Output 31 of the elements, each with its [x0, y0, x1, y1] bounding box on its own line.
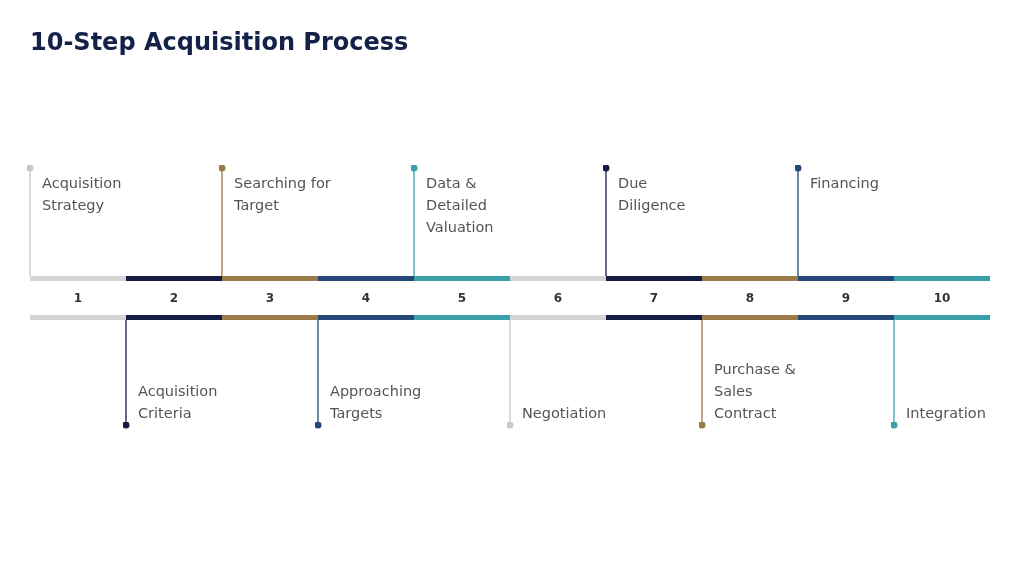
timeline-segment: 5 [414, 276, 510, 320]
step-label: Approaching Targets [330, 380, 430, 424]
step-label: Integration [906, 402, 1006, 424]
leader-line [794, 164, 802, 277]
timeline-segment: 2 [126, 276, 222, 320]
timeline-segment: 7 [606, 276, 702, 320]
leader-line [122, 319, 130, 429]
title: 10-Step Acquisition Process [30, 28, 409, 56]
timeline-segment: 10 [894, 276, 990, 320]
timeline-segment: 6 [510, 276, 606, 320]
leader-line [602, 164, 610, 277]
step-label: Searching for Target [234, 172, 334, 216]
leader-line [410, 164, 418, 277]
step-label: Data & Detailed Valuation [426, 172, 526, 238]
step-label: Due Diligence [618, 172, 718, 216]
timeline-segment: 3 [222, 276, 318, 320]
step-label: Purchase & Sales Contract [714, 358, 804, 424]
leader-line [890, 319, 898, 429]
leader-line [314, 319, 322, 429]
leader-line [26, 164, 34, 277]
leader-line [506, 319, 514, 429]
timeline-segment: 4 [318, 276, 414, 320]
leader-line [218, 164, 226, 277]
step-label: Acquisition Strategy [42, 172, 142, 216]
leader-line [698, 319, 706, 429]
timeline-segment: 8 [702, 276, 798, 320]
timeline-segment: 1 [30, 276, 126, 320]
step-label: Acquisition Criteria [138, 380, 238, 424]
timeline-segment: 9 [798, 276, 894, 320]
step-label: Negotiation [522, 402, 622, 424]
step-label: Financing [810, 172, 910, 194]
